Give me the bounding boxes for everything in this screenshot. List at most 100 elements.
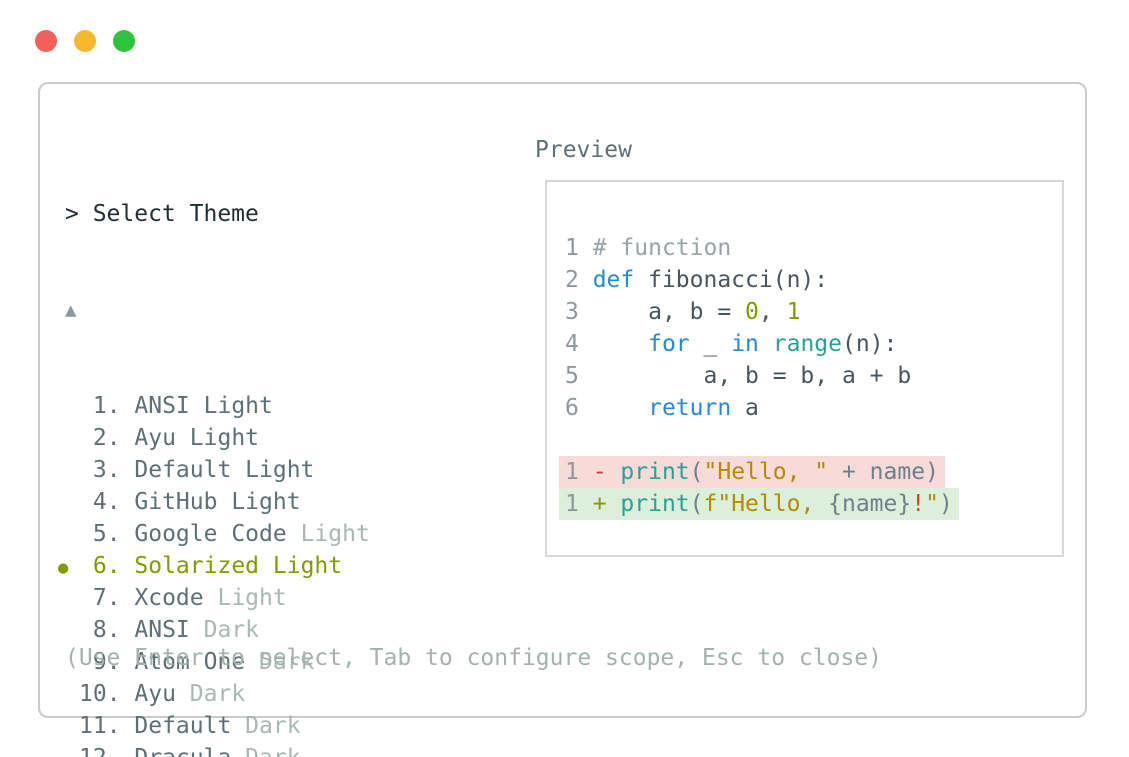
theme-item-number: 8. (79, 617, 135, 643)
code-token: "Hello, " (703, 459, 829, 485)
code-token: 1 (565, 459, 593, 485)
diff-line-added: 1 + print(f"Hello, {name}!") (559, 488, 959, 520)
theme-item-12-dracula-dark[interactable]: 12. Dracula Dark (58, 742, 370, 757)
code-token: 1 (565, 491, 593, 517)
theme-item-10-ayu-dark[interactable]: 10. Ayu Dark (58, 678, 370, 710)
theme-item-name: Xcode (134, 585, 218, 611)
theme-item-variant: Dark (259, 649, 315, 675)
theme-item-variant: Dark (245, 713, 301, 739)
theme-item-number: 10. (79, 681, 135, 707)
code-token: a, b = (592, 299, 746, 325)
code-token (759, 331, 773, 357)
theme-item-11-default-dark[interactable]: 11. Default Dark (58, 710, 370, 742)
theme-item-9-atom-one-dark[interactable]: 9. Atom One Dark (58, 646, 370, 678)
theme-item-3-default-light[interactable]: 3. Default Light (58, 454, 370, 486)
theme-item-5-google-code-light[interactable]: 5. Google Code Light (58, 518, 370, 550)
code-line-text: 3 a, b = 0, 1 (559, 296, 806, 328)
theme-item-name: Atom One (134, 649, 260, 675)
theme-item-name: Default (134, 713, 246, 739)
code-token (593, 331, 648, 357)
theme-selector-panel: > Select Theme ▲ 1. ANSI Light 2. Ayu Li… (38, 82, 1087, 757)
theme-item-2-ayu-light[interactable]: 2. Ayu Light (58, 422, 370, 454)
scroll-up-icon[interactable]: ▲ (65, 299, 77, 321)
code-line: 4 for _ in range(n): (565, 328, 959, 360)
diff-line-highlight: 1 - print("Hello, " + name) (559, 456, 945, 488)
code-token: (n): (842, 331, 898, 357)
theme-item-name: ANSI (134, 617, 204, 643)
code-token: , (758, 299, 787, 325)
theme-list-column: > Select Theme ▲ 1. ANSI Light 2. Ayu Li… (58, 134, 370, 757)
theme-item-name: Default (134, 457, 246, 483)
theme-item-variant: Dark (203, 617, 260, 643)
code-token: 6 (565, 395, 593, 421)
theme-item-number: 2. (79, 425, 135, 451)
theme-item-number: 1. (79, 393, 135, 419)
code-token: f"Hello, (703, 491, 829, 517)
theme-item-number: 11. (79, 713, 135, 739)
theme-item-4-github-light[interactable]: 4. GitHub Light (58, 486, 370, 518)
marker-space (58, 584, 79, 616)
theme-item-8-ansi-dark[interactable]: 8. ANSI Dark (58, 614, 370, 646)
code-line: 5 a, b = b, a + b (565, 360, 959, 392)
marker-space (58, 744, 79, 757)
theme-item-number: 6. (79, 553, 135, 579)
code-line: 3 a, b = 0, 1 (565, 296, 959, 328)
code-token: 2 (565, 267, 593, 293)
code-token: 1 (786, 299, 801, 325)
code-token: - (592, 459, 621, 485)
theme-item-variant: Dark (245, 745, 300, 757)
theme-item-variant: Light (300, 521, 370, 547)
theme-list: 1. ANSI Light 2. Ayu Light 3. Default Li… (58, 390, 370, 757)
theme-item-1-ansi-light[interactable]: 1. ANSI Light (58, 390, 370, 422)
code-token: # function (592, 235, 732, 261)
code-token: fibonacci(n): (634, 267, 829, 293)
maximize-button[interactable] (113, 30, 135, 52)
theme-item-6-solarized-light[interactable]: ● 6. Solarized Light (58, 550, 370, 582)
code-blank-line (565, 424, 959, 456)
theme-item-variant: Light (189, 425, 260, 451)
theme-item-number: 4. (79, 489, 135, 515)
selected-bullet-icon: ● (58, 558, 69, 578)
theme-item-name: GitHub (134, 489, 232, 515)
theme-item-name: Ayu (134, 425, 190, 451)
code-token: def (592, 267, 635, 293)
theme-item-name: Solarized (134, 553, 273, 579)
theme-item-variant: Light (231, 489, 301, 515)
close-button[interactable] (35, 30, 57, 52)
window-controls (35, 30, 135, 52)
code-line-text: 2 def fibonacci(n): (559, 264, 834, 296)
code-token: print (620, 491, 690, 517)
minimize-button[interactable] (74, 30, 96, 52)
theme-item-name: Dracula (134, 745, 245, 757)
panel-title: > Select Theme (65, 201, 259, 227)
code-line: 2 def fibonacci(n): (565, 264, 959, 296)
marker-space (58, 392, 79, 424)
code-token: ( (689, 459, 704, 485)
code-token: a (731, 395, 759, 421)
theme-item-variant: Dark (189, 681, 246, 707)
marker-space (58, 424, 79, 456)
code-token: ! (911, 491, 926, 517)
marker-space (58, 680, 79, 712)
preview-label: Preview (535, 137, 632, 163)
theme-item-variant: Light (217, 585, 287, 611)
theme-item-name: Google Code (134, 521, 301, 547)
marker-space (58, 712, 79, 744)
theme-item-name: ANSI (134, 393, 204, 419)
code-token: + name) (828, 459, 939, 485)
code-token: 0 (745, 299, 759, 325)
code-line-text: 5 a, b = b, a + b (559, 360, 917, 392)
code-token: 4 (565, 331, 593, 357)
code-token: return (648, 395, 732, 421)
theme-item-variant: Light (203, 393, 273, 419)
theme-item-7-xcode-light[interactable]: 7. Xcode Light (58, 582, 370, 614)
code-line: 1 # function (565, 232, 959, 264)
code-line-text: 1 # function (559, 232, 737, 264)
footer-hint: (Use Enter to select, Tab to configure s… (65, 645, 882, 671)
code-token: ( (689, 491, 704, 517)
code-line-text: 6 return a (559, 392, 765, 424)
code-line-text: 4 for _ in range(n): (559, 328, 903, 360)
code-token: range (772, 331, 842, 357)
